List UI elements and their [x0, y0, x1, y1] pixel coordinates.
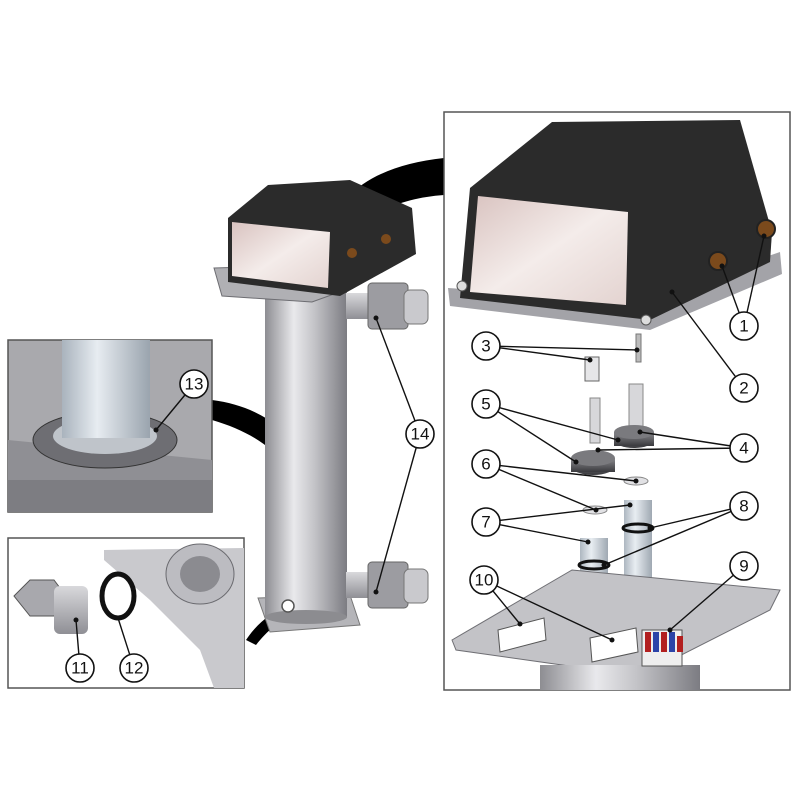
- cylinder-bottom: [265, 610, 347, 624]
- callout-8: 8: [729, 491, 759, 521]
- callout-label-4: 4: [739, 439, 748, 458]
- gland-small-1: [347, 248, 357, 258]
- callout-label-3: 3: [481, 337, 490, 356]
- seal-tube: [62, 340, 150, 438]
- drain-socket-hole: [180, 556, 220, 592]
- heater-cylinder: [265, 285, 347, 617]
- union-fitting-lower: [346, 561, 429, 609]
- union-fitting-upper: [346, 282, 429, 330]
- detail-panel-seal: [7, 339, 213, 513]
- callout-10: 10: [469, 565, 499, 595]
- terminal-housing-face: [470, 196, 628, 305]
- leader-lines: [73, 233, 767, 669]
- callout-label-2: 2: [739, 379, 748, 398]
- clip-part: [584, 356, 600, 382]
- callout-label-8: 8: [739, 497, 748, 516]
- callout-label-14: 14: [411, 425, 430, 444]
- callout-label-7: 7: [481, 513, 490, 532]
- callout-3: 3: [471, 331, 501, 361]
- callout-9: 9: [729, 551, 759, 581]
- callout-2: 2: [729, 373, 759, 403]
- callout-label-13: 13: [185, 375, 204, 394]
- callout-label-9: 9: [739, 557, 748, 576]
- tube-right: [614, 383, 655, 600]
- cable-gland-1: [708, 251, 728, 271]
- callout-4: 4: [729, 433, 759, 463]
- callout-13: 13: [179, 369, 209, 399]
- bottom-pipe: [540, 665, 700, 690]
- housing-screw-1: [456, 280, 468, 292]
- drain-port: [281, 599, 295, 613]
- drain-plug-thread: [54, 586, 88, 634]
- terminal-window-left: [497, 617, 547, 653]
- housing-face-small: [232, 222, 330, 288]
- gland-small-2: [381, 234, 391, 244]
- callout-label-6: 6: [481, 455, 490, 474]
- callout-label-10: 10: [475, 571, 494, 590]
- callout-6: 6: [471, 449, 501, 479]
- callout-12: 12: [119, 653, 149, 683]
- base-plate: [451, 569, 781, 677]
- cable-gland-2: [756, 219, 776, 239]
- callout-label-1: 1: [739, 317, 748, 336]
- terminal-block: [641, 629, 683, 667]
- callout-14: 14: [405, 419, 435, 449]
- callout-7: 7: [471, 507, 501, 537]
- callout-label-5: 5: [481, 395, 490, 414]
- exploded-panel-right: [443, 111, 791, 691]
- housing-screw-2: [640, 314, 652, 326]
- callout-label-12: 12: [125, 659, 144, 678]
- callout-5: 5: [471, 389, 501, 419]
- housing-shadow-plate: [448, 252, 782, 330]
- heater-assembly: [213, 180, 429, 633]
- callout-label-11: 11: [71, 659, 89, 678]
- callout-1: 1: [729, 311, 759, 341]
- callout-11: 11: [65, 653, 95, 683]
- terminal-window-right: [589, 627, 639, 663]
- seal-step: [8, 480, 212, 512]
